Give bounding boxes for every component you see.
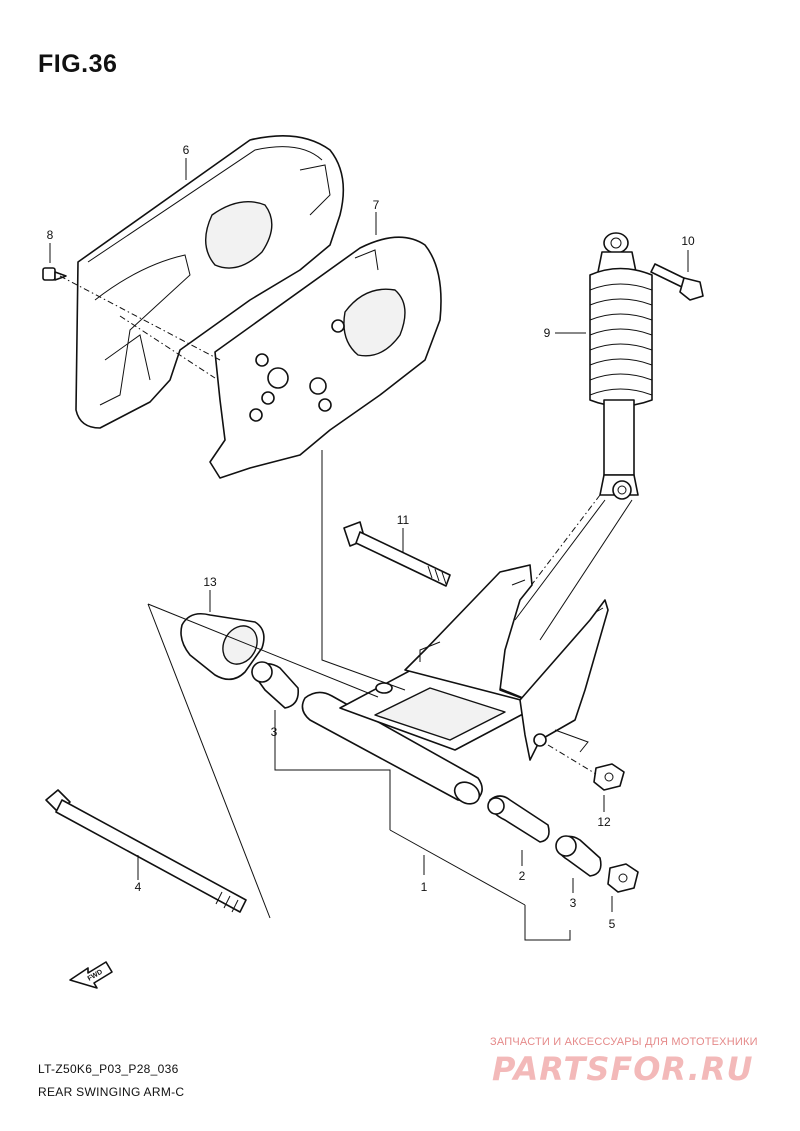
callout-7: 7 [373,198,380,212]
callout-11: 11 [397,513,410,527]
callout-3-lower: 3 [570,896,577,910]
alignment-line-shock [519,494,601,601]
callout-8: 8 [47,228,54,242]
alignment-line-6 [119,315,216,379]
collar-2 [487,795,550,843]
bushing-3-lower [555,835,602,877]
diagram-name: REAR SWINGING ARM-C [38,1085,185,1099]
swinging-arm [301,564,609,805]
callout-13: 13 [203,575,217,589]
callout-10: 10 [681,234,695,248]
callout-12: 12 [597,815,611,829]
watermark-tagline: ЗАПЧАСТИ И АКСЕССУАРЫ ДЛЯ МОТОТЕХНИКИ [490,1036,758,1048]
callout-4: 4 [135,880,142,894]
diagram-code: LT-Z50K6_P03_P28_036 [38,1062,179,1076]
callout-1: 1 [421,880,428,894]
bolt-10 [650,263,704,301]
bolt-11 [343,521,451,587]
callout-5: 5 [609,917,616,931]
callout-bracket [274,752,571,941]
nut-12 [593,763,625,791]
fwd-arrow-icon: FWD [69,961,113,989]
chain-guard-outer [75,135,345,429]
callout-2: 2 [519,869,526,883]
guard-mount-line [321,450,406,691]
rear-shock-absorber [589,232,653,500]
bushing-3-upper [251,661,300,709]
alignment-line-12 [547,744,597,775]
screw-8 [42,267,67,281]
nut-5 [607,863,639,893]
alignment-line-8 [59,275,221,361]
callout-9: 9 [544,326,551,340]
chain-guard-inner [209,236,442,479]
callout-3-upper: 3 [271,725,278,739]
shock-link-lines [514,499,633,641]
bushing-cover-13 [180,612,265,681]
figure-title: FIG.36 [38,50,118,78]
pivot-shaft-4 [45,789,247,913]
leader-triangle [147,603,379,919]
callout-6: 6 [183,143,190,157]
watermark-brand: PARTSFOR.RU [492,1050,754,1088]
